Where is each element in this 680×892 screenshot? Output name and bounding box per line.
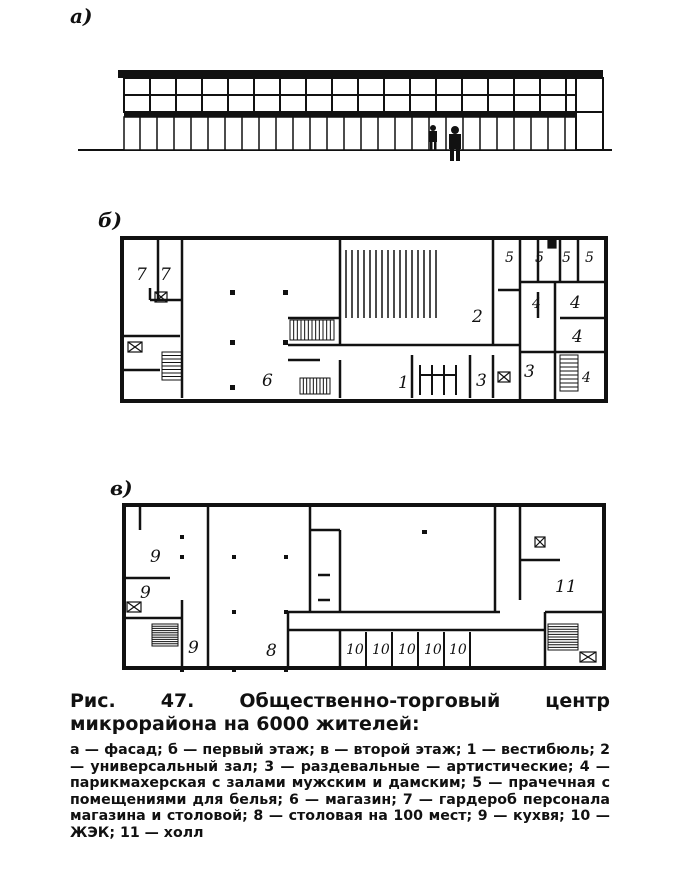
room-10-e: 10 bbox=[449, 642, 467, 658]
room-11: 11 bbox=[555, 577, 577, 597]
facade-drawing bbox=[78, 70, 612, 161]
room-4-b: 4 bbox=[569, 293, 581, 313]
room-3-b: 3 bbox=[524, 362, 535, 382]
room-5-a: 5 bbox=[505, 250, 514, 266]
room-2: 2 bbox=[471, 307, 483, 327]
room-4-d: 4 bbox=[581, 370, 591, 386]
room-5-b: 5 bbox=[535, 250, 544, 266]
caption-title: Рис. 47. Общественно-торговый центр микр… bbox=[70, 690, 610, 735]
first-floor-plan: 7 7 6 2 1 3 3 5 5 5 5 4 4 4 4 bbox=[120, 236, 608, 403]
panel-label-a: а) bbox=[70, 4, 93, 28]
room-4-c: 4 bbox=[571, 327, 583, 347]
room-9-a: 9 bbox=[150, 547, 161, 567]
room-5-c: 5 bbox=[562, 250, 571, 266]
room-8: 8 bbox=[266, 641, 277, 661]
room-10-a: 10 bbox=[346, 642, 364, 658]
figure-caption: Рис. 47. Общественно-торговый центр микр… bbox=[70, 690, 610, 841]
room-10-b: 10 bbox=[372, 642, 390, 658]
room-7-a: 7 bbox=[136, 265, 147, 285]
room-3-a: 3 bbox=[476, 371, 487, 391]
panel-label-b: б) bbox=[98, 208, 122, 232]
room-1: 1 bbox=[398, 373, 409, 393]
room-4-a: 4 bbox=[531, 296, 541, 312]
room-9-b: 9 bbox=[140, 583, 151, 603]
room-10-d: 10 bbox=[424, 642, 442, 658]
room-7-b: 7 bbox=[160, 265, 171, 285]
room-9-c: 9 bbox=[188, 638, 199, 658]
room-10-c: 10 bbox=[398, 642, 416, 658]
panel-label-c: в) bbox=[110, 476, 133, 500]
caption-legend: а — фасад; б — первый этаж; в — второй э… bbox=[70, 742, 610, 841]
room-6: 6 bbox=[262, 371, 273, 391]
room-5-d: 5 bbox=[585, 250, 594, 266]
second-floor-plan: 9 9 9 8 10 10 10 10 10 11 bbox=[122, 503, 606, 672]
